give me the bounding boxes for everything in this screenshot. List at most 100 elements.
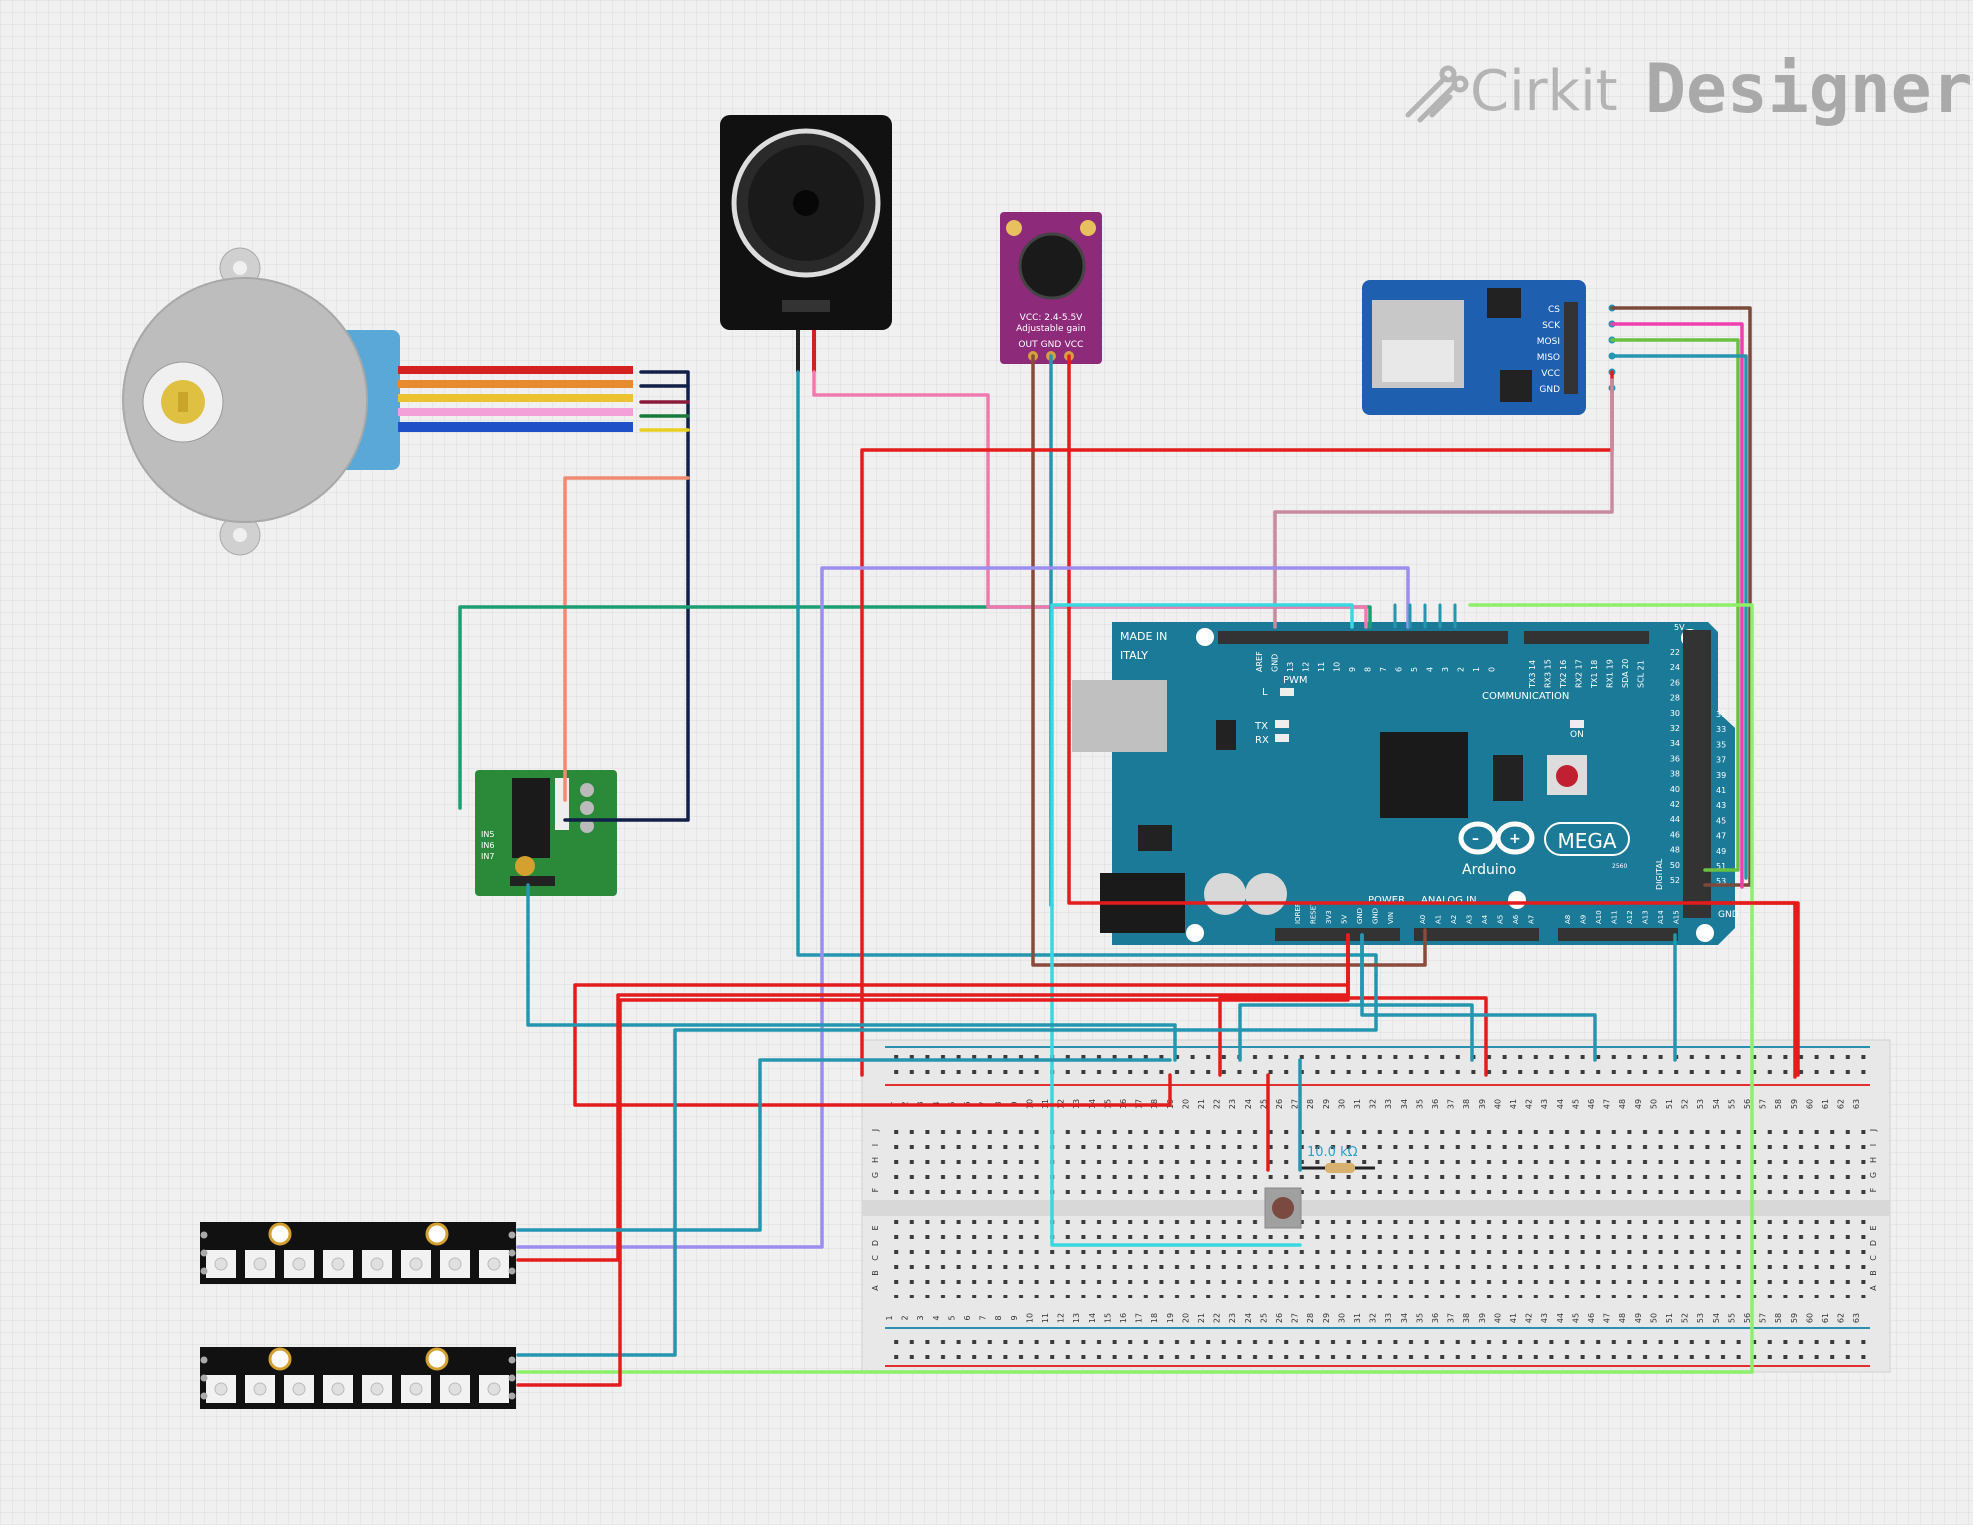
wire-blue-rail-3[interactable] xyxy=(1360,933,1597,1062)
wire-blue-np2-gnd[interactable] xyxy=(516,973,1378,1357)
wire-stepper-navy[interactable] xyxy=(563,370,690,822)
column-number: 55 xyxy=(1727,1099,1736,1109)
wire-red-right-rail[interactable] xyxy=(1703,901,1800,1077)
driver-led xyxy=(515,856,535,876)
bottom-terminal-holes[interactable] xyxy=(885,1220,1870,1298)
driver-power-header[interactable] xyxy=(510,876,555,886)
bottom-rail-holes[interactable] xyxy=(885,1333,1870,1363)
resistor[interactable]: 10.0 kΩ xyxy=(1300,1145,1375,1173)
usb-port[interactable] xyxy=(1072,680,1167,752)
power-label: POWER xyxy=(1368,895,1405,906)
column-number: 31 xyxy=(1353,1313,1362,1323)
column-number: 40 xyxy=(1493,1313,1502,1323)
analog-pin-label: A4 xyxy=(1481,914,1489,924)
microphone-module[interactable]: VCC: 2.4-5.5V Adjustable gain OUT GND VC… xyxy=(1000,212,1102,364)
digital-pin-label: AREF xyxy=(1255,651,1264,672)
wire-purple-np1[interactable] xyxy=(516,566,1410,1249)
right-pin-label: 35 xyxy=(1716,740,1726,749)
wire-blue-np1-gnd[interactable] xyxy=(516,1058,1172,1232)
neopixel-led-lens xyxy=(331,1257,345,1271)
digital-header[interactable] xyxy=(1218,631,1508,644)
analog-header-1[interactable] xyxy=(1414,928,1539,941)
column-number: 5 xyxy=(947,1315,956,1320)
wire-green-driver-d10[interactable] xyxy=(458,605,1372,810)
motor-shaft-flat xyxy=(178,392,188,412)
wire-sd-miso[interactable] xyxy=(1610,354,1748,880)
column-number: 30 xyxy=(1337,1313,1346,1323)
neopixel-stick-1[interactable] xyxy=(200,1222,516,1284)
arduino-mega[interactable]: MADE IN ITALY PWM COMMUNICATION POWER AN… xyxy=(1072,622,1739,945)
neopixel-pin[interactable] xyxy=(200,1267,208,1275)
wire-red-mic-vcc[interactable] xyxy=(1067,354,1797,1079)
analog-pin-label: A13 xyxy=(1642,910,1650,924)
gnd-label: GND xyxy=(1718,910,1739,920)
wire-pink-speaker[interactable] xyxy=(812,370,1368,629)
wire-blue-driver-gnd[interactable] xyxy=(526,883,1177,1062)
speaker[interactable] xyxy=(720,115,892,372)
neopixel-pin[interactable] xyxy=(508,1374,516,1382)
neopixel-stick-2[interactable] xyxy=(200,1347,516,1409)
right-pin-label: 40 xyxy=(1670,785,1680,794)
led-on-label: ON xyxy=(1570,730,1584,740)
pwm-label: PWM xyxy=(1283,675,1308,686)
wire-red-np2-vcc[interactable] xyxy=(516,933,1350,1387)
wire-sd-cs[interactable] xyxy=(1610,306,1752,887)
neopixel-pin[interactable] xyxy=(508,1356,516,1364)
wires[interactable] xyxy=(458,306,1800,1387)
pushbutton-cap[interactable] xyxy=(1272,1197,1294,1219)
double-row-header[interactable] xyxy=(1683,630,1711,918)
reset-button[interactable] xyxy=(1556,765,1578,787)
column-number: 38 xyxy=(1462,1313,1471,1323)
wire-lime-np2[interactable] xyxy=(516,603,1754,1374)
neopixel-pin[interactable] xyxy=(508,1231,516,1239)
uln2003-driver-board[interactable]: IN5 IN6 IN7 xyxy=(475,770,617,896)
logo-text-cirkit: Cirkit xyxy=(1470,59,1618,124)
neopixel-pin[interactable] xyxy=(200,1374,208,1382)
comm-header[interactable] xyxy=(1524,631,1649,644)
analog-header-2[interactable] xyxy=(1558,928,1678,941)
neopixel-pin[interactable] xyxy=(508,1249,516,1257)
wire-sd-sck[interactable] xyxy=(1610,322,1744,889)
analog-pin-label: A1 xyxy=(1435,915,1443,924)
comm-pin-label: SCL 21 xyxy=(1637,660,1646,688)
wire-digital-stubs[interactable] xyxy=(1393,603,1457,629)
wire-brown-mic-out[interactable] xyxy=(1031,354,1427,967)
row-letter: D xyxy=(1869,1240,1878,1246)
right-pin-label: 53 xyxy=(1716,877,1726,886)
neopixel-pin[interactable] xyxy=(200,1356,208,1364)
wire-cyan-button[interactable] xyxy=(1050,903,1302,1247)
pushbutton[interactable] xyxy=(1264,1187,1302,1229)
wire-stepper-salmon[interactable] xyxy=(563,476,690,802)
neopixel-pin[interactable] xyxy=(508,1392,516,1400)
neopixel-pin[interactable] xyxy=(200,1249,208,1257)
mount-hole xyxy=(268,1347,292,1371)
mount-hole-bl xyxy=(1186,924,1204,942)
led-rx xyxy=(1275,734,1289,742)
comm-pin-label: RX3 15 xyxy=(1544,659,1553,688)
digital-label: DIGITAL xyxy=(1655,858,1664,890)
column-number: 59 xyxy=(1790,1313,1799,1323)
analog-pin-label: A5 xyxy=(1497,915,1505,924)
neopixel-pin[interactable] xyxy=(200,1231,208,1239)
wire-cyan-d11[interactable] xyxy=(1050,603,1354,907)
right-pin-label: 47 xyxy=(1716,832,1726,841)
stepper-motor[interactable] xyxy=(122,247,633,556)
right-pin-label: 45 xyxy=(1716,816,1726,825)
neopixel-pin[interactable] xyxy=(200,1392,208,1400)
neopixel-led-lens xyxy=(370,1382,384,1396)
stepper-wire-yellow xyxy=(398,394,633,402)
column-number: 37 xyxy=(1447,1313,1456,1323)
top-rail-holes[interactable] xyxy=(885,1052,1870,1082)
comm-pin-label: RX1 19 xyxy=(1606,659,1615,688)
capacitor-2 xyxy=(1245,873,1287,915)
icsp-header[interactable] xyxy=(1493,755,1523,801)
power-header[interactable] xyxy=(1275,928,1400,941)
analog-pin-label: A15 xyxy=(1673,910,1681,924)
neopixel-pin[interactable] xyxy=(508,1267,516,1275)
analog-pin-label: A6 xyxy=(1512,914,1520,924)
top-terminal-holes[interactable] xyxy=(885,1125,1870,1201)
